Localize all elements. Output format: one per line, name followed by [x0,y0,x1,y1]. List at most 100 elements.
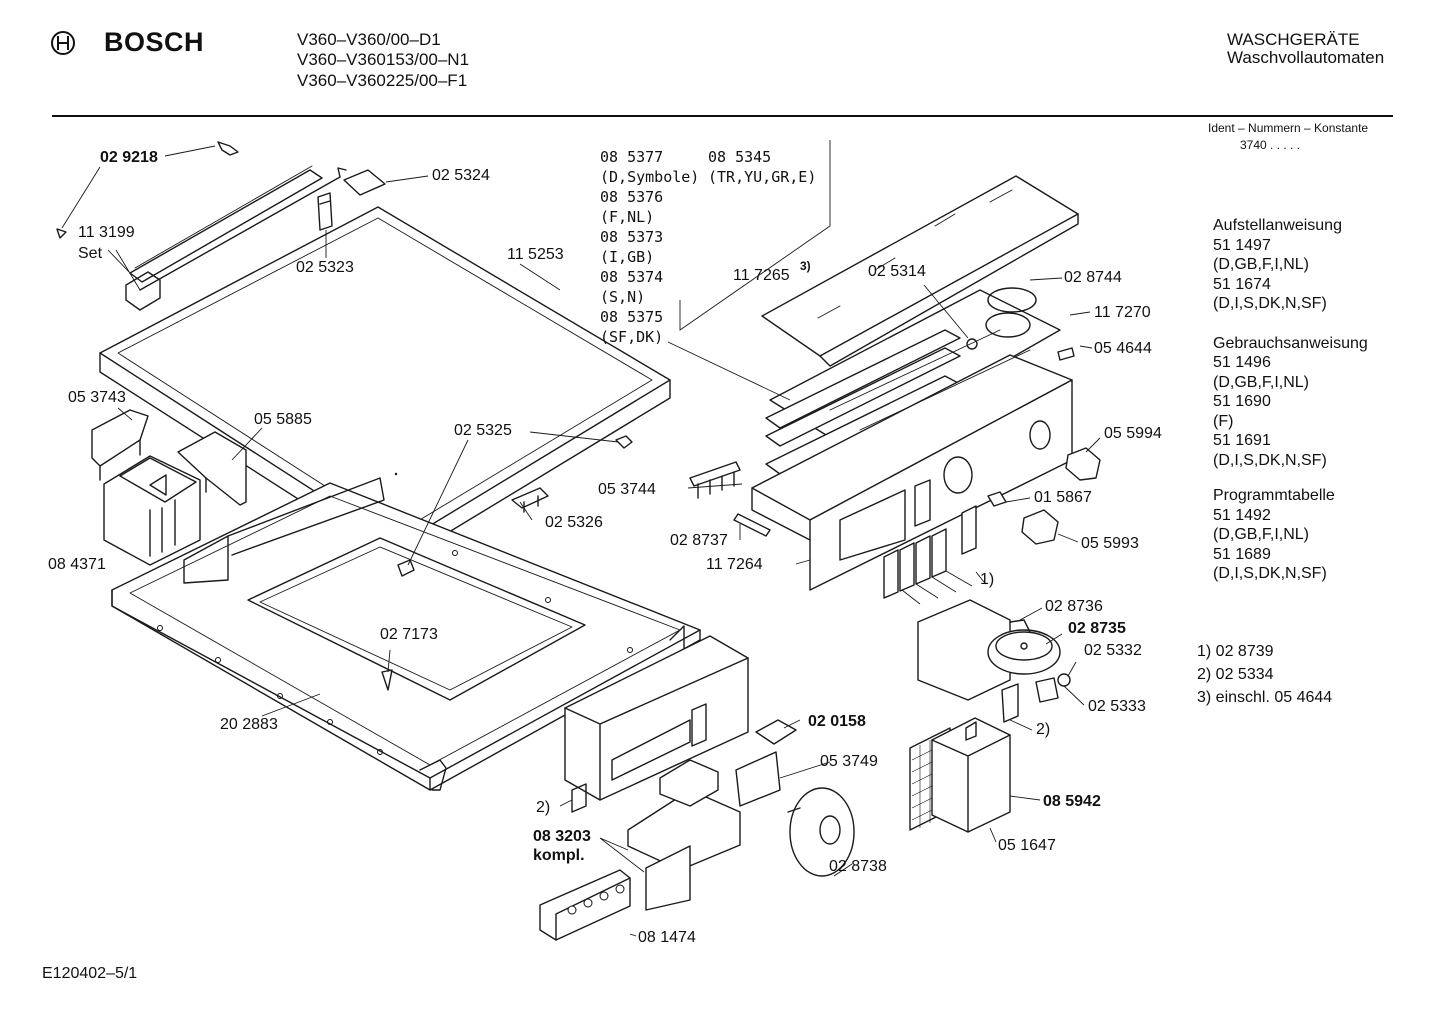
drawing-code: E120402–5/1 [42,965,138,982]
doc-line: 51 1492 [1213,506,1271,524]
label-025323: 02 5323 [296,259,354,276]
mains-filter-drawing [909,717,1011,833]
label-115253: 11 5253 [507,246,564,263]
doc-line: 51 1689 [1213,545,1271,563]
doc-line: (D,GB,F,I,NL) [1213,526,1310,543]
label-202883: 20 2883 [220,716,278,733]
label-028735: 02 8735 [1068,620,1126,637]
hinge-bracket-drawing [317,192,333,231]
doc-title: Programmtabelle [1213,487,1335,504]
footnote-1: 1) 02 8739 [1197,643,1274,660]
knob-055993-drawing [1021,509,1059,545]
doc-line: 51 1496 [1213,354,1271,371]
label-025325: 02 5325 [454,422,512,439]
lower-parts-drawing [539,719,855,941]
label-025314: 02 5314 [868,263,926,280]
panel-variant-1: (D,Symbole) [600,168,700,186]
doc-line: 51 1691 [1213,432,1271,449]
panel-variant-alt-1: (TR,YU,GR,E) [708,168,817,186]
label-117264: 11 7264 [706,556,763,573]
switch-block-drawing [883,505,977,605]
panel-variant-2: 08 5376 [600,188,664,206]
label-027173: 02 7173 [380,626,438,643]
model-line-3: V360–V360225/00–F1 [297,71,468,90]
label-081474: 08 1474 [638,929,696,946]
label-harness-footnote: 2) [536,799,551,816]
label-055993: 05 5993 [1081,535,1139,552]
label-028744: 02 8744 [1064,269,1122,286]
panel-variant-alt: 08 5345 (TR,YU,GR,E) [708,147,816,187]
label-025326: 02 5326 [545,514,603,531]
label-025324: 02 5324 [432,167,490,184]
label-kompl: kompl. [533,847,585,864]
label-113199: 11 3199 [78,224,135,241]
ident-value: 3740 . . . . . [1240,138,1301,152]
doc-line: (D,GB,F,I,NL) [1213,256,1310,273]
label-055885: 05 5885 [254,411,312,428]
panel-variants: 08 5377 (D,Symbole) 08 5376 (F,NL) 08 53… [600,147,699,347]
strip-028737-drawing [733,513,771,537]
ident-label: Ident – Nummern – Konstante [1208,121,1369,135]
panel-variant-8: 08 5375 [600,308,664,326]
label-028737: 02 8737 [670,532,728,549]
bosch-logo-icon [51,31,75,55]
screw-027173-drawing [381,669,393,691]
label-053744: 05 3744 [598,481,656,498]
panel-variant-3: (F,NL) [600,208,655,226]
label-053743: 05 3743 [68,389,126,406]
label-switch-footnote: 1) [980,571,995,588]
doc-line: 51 1497 [1213,236,1271,254]
label-117265-footnote: 3) [800,259,811,273]
doc-line: (D,I,S,DK,N,SF) [1213,451,1327,469]
label-117270: 11 7270 [1094,304,1151,321]
documents-panel: Aufstellanweisung 51 1497 (D,GB,F,I,NL) … [1213,216,1368,584]
panel-variant-0: 08 5377 [600,148,664,166]
label-020158: 02 0158 [808,713,866,730]
indicator-strips-drawing [765,329,961,475]
panel-variant-4: 08 5373 [600,228,664,246]
doc-line: (D,I,S,DK,N,SF) [1213,565,1327,582]
label-015867: 01 5867 [1034,489,1092,506]
doc-line: (F) [1213,412,1234,430]
label-025333: 02 5333 [1088,698,1146,715]
doc-aufstell: Aufstellanweisung 51 1497 (D,GB,F,I,NL) … [1213,216,1368,314]
clip-025325-drawing [615,435,633,449]
header-rule [52,115,1393,117]
label-025332: 02 5332 [1084,642,1142,659]
leader-lines [61,140,1101,937]
doc-programm: Programmtabelle 51 1492 (D,GB,F,I,NL) 51… [1213,486,1368,584]
doc-gebrauch: Gebrauchsanweisung 51 1496 (D,GB,F,I,NL)… [1213,334,1368,471]
label-085942: 08 5942 [1043,793,1101,810]
doc-line: (D,I,S,DK,N,SF) [1213,295,1327,312]
panel-variant-9: (SF,DK) [600,328,664,346]
footnotes: 1) 02 8739 2) 02 5334 3) einschl. 05 464… [1197,640,1332,709]
model-line-2: V360–V360153/00–N1 [297,50,470,69]
panel-variant-5: (I,GB) [600,248,655,266]
label-029218: 02 9218 [100,149,158,166]
label-028736: 02 8736 [1045,598,1103,615]
hinge-rail-drawing [56,141,386,311]
mounting-bracket-drawing [564,635,749,801]
footnote-2: 2) 02 5334 [1197,666,1274,683]
label-028738: 02 8738 [829,858,887,875]
label-timer-footnote: 2) [1036,721,1051,738]
clip-comb-053744-drawing [689,461,741,499]
timer-drawing [917,599,1071,723]
panel-cover-drawing [761,175,1079,367]
foot-027173-drawing [397,559,415,577]
subcategory-title: Waschvollautomaten [1227,48,1385,67]
label-051647: 05 1647 [998,837,1056,854]
footnote-3: 3) einschl. 05 4644 [1197,689,1333,706]
label-055994: 05 5994 [1104,425,1162,442]
model-line-1: V360–V360/00–D1 [297,30,441,49]
label-054644: 05 4644 [1094,340,1152,357]
doc-line: (D,GB,F,I,NL) [1213,373,1310,391]
label-117265: 11 7265 [733,267,790,284]
doc-title: Gebrauchsanweisung [1213,334,1368,352]
label-083203: 08 3203 [533,828,591,845]
doc-line: 51 1690 [1213,393,1271,410]
label-set: Set [78,245,103,262]
label-053749: 05 3749 [820,753,878,770]
label-084371: 08 4371 [48,556,106,573]
